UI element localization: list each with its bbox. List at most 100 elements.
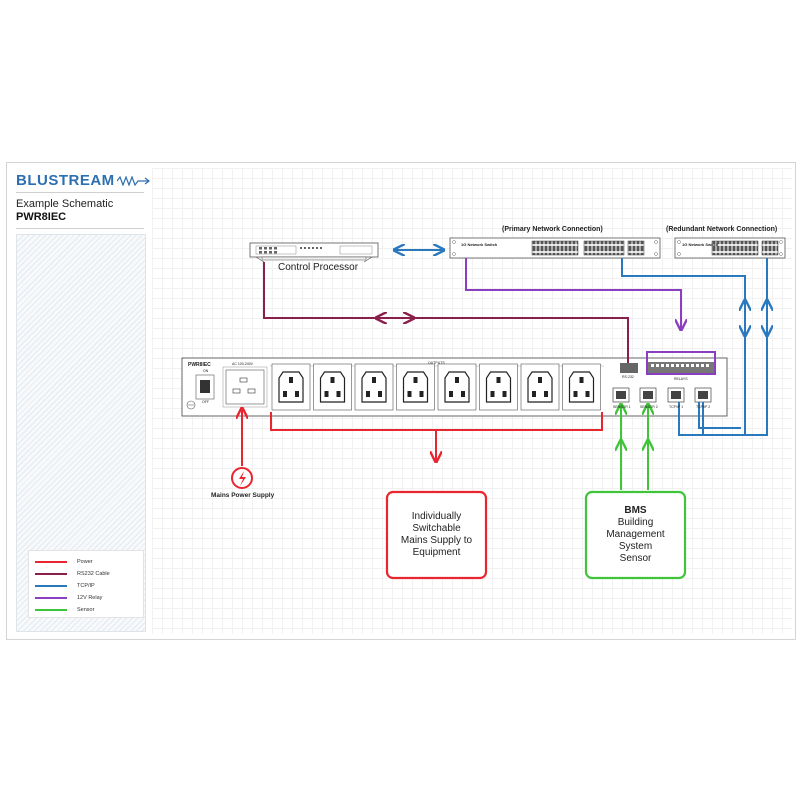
legend-swatch (35, 597, 67, 599)
outlet-icon (437, 363, 477, 411)
legend-swatch (35, 561, 67, 563)
outlet-pin (579, 377, 584, 383)
outlet-socket (402, 371, 429, 403)
legend-item-power: Power (35, 557, 93, 567)
outlet-pin (461, 391, 465, 397)
outlet-icon (271, 363, 311, 411)
pdu-off-label: OFF (202, 400, 209, 404)
outlet-pin (532, 391, 536, 397)
control-processor-device (249, 242, 379, 263)
outlet-pin (324, 391, 329, 397)
pdu-model-label: PWR8IEC (188, 362, 211, 368)
mains-power-icon (231, 467, 253, 489)
outlet-pin (378, 391, 382, 397)
outlet-pin (490, 391, 495, 397)
schematic-title: Example Schematic (16, 198, 114, 210)
outlet-icon (562, 363, 601, 411)
primary-switch-name: 1G Network Switch (461, 242, 498, 247)
schematic-model: PWR8IEC (16, 211, 67, 223)
outlet-socket (361, 371, 387, 403)
outlet-pin (330, 377, 335, 383)
outlet-pin (283, 391, 287, 397)
sidebar-divider (16, 192, 144, 193)
legend-swatch (35, 585, 67, 587)
outlet-icon (520, 363, 560, 411)
outlet-pin (544, 391, 548, 397)
rs232-terminal-icon (620, 363, 638, 373)
outlet-pin (585, 391, 590, 397)
equipment-line: Equipment (412, 547, 461, 558)
ground-screw-icon (186, 400, 196, 410)
pdu-on-label: ON (203, 369, 209, 373)
equipment-line: Switchable (412, 523, 461, 534)
logo-text: BLUSTREAM (16, 172, 115, 189)
cable-tcpip-1 (621, 258, 746, 436)
pdu-rs232-label: RS-232 (622, 375, 634, 379)
outlet-pin (455, 377, 459, 383)
cable-rs232 (263, 262, 629, 363)
relay-highlight (646, 351, 716, 375)
outlet-pin (295, 391, 299, 397)
outlet-pin (407, 391, 412, 397)
legend-item-tcpip: TCP/IP (35, 581, 95, 591)
equipment-box (385, 490, 488, 580)
legend-swatch (35, 573, 67, 575)
redundant-switch-device (674, 237, 786, 259)
bms-box (584, 490, 687, 580)
redundant-network-caption: (Redundant Network Connection) (666, 226, 778, 233)
port-label-sensor-1: SENSOR 1 (613, 405, 631, 409)
logo-wave-icon (116, 175, 150, 187)
outlet-icon (354, 363, 394, 411)
bms-line: Management (606, 529, 665, 540)
outlet-pin (573, 391, 578, 397)
outlet-socket (568, 371, 595, 403)
bms-line: Building (617, 517, 654, 528)
pdu-inlet-label: AC 100-240V (232, 362, 254, 366)
outlet-socket (485, 371, 512, 403)
outlet-pin (289, 377, 293, 383)
primary-network-caption: (Primary Network Connection) (502, 226, 603, 233)
outlet-icon (313, 363, 352, 411)
outlet-icon (396, 363, 435, 411)
port-label-sensor-2: SENSOR 2 (640, 405, 658, 409)
outlet-pin (502, 391, 507, 397)
outlet-pin (419, 391, 424, 397)
bms-line: Sensor (619, 553, 652, 564)
outlet-icon (479, 363, 518, 411)
legend-item-relay: 12V Relay (35, 593, 102, 603)
outlet-socket (527, 371, 553, 403)
cables (242, 250, 767, 490)
legend-item-rs232: RS232 Cable (35, 569, 110, 579)
bms-line: System (618, 541, 653, 552)
equipment-line: Individually (411, 511, 462, 522)
control-processor-label: Control Processor (278, 262, 359, 273)
mains-power-label: Mains Power Supply (211, 492, 275, 499)
outlet-pin (496, 377, 501, 383)
outlet-pin (413, 377, 418, 383)
cable-relay (465, 258, 681, 330)
pdu-device (181, 357, 728, 417)
cable-tcpip-2 (702, 258, 768, 436)
outlet-socket (444, 371, 470, 403)
sidebar-divider-2 (16, 228, 144, 229)
tcpip-return (698, 402, 741, 429)
primary-switch-device (449, 237, 661, 259)
iec-inlet-icon (225, 369, 265, 405)
legend-item-sensor: Sensor (35, 605, 94, 615)
equipment-box-text: Individually Switchable Mains Supply to … (389, 494, 484, 576)
rj45-ports (612, 387, 712, 403)
legend: Power RS232 Cable TCP/IP 12V Relay Senso… (28, 550, 144, 618)
relay-terminal-block-icon (648, 362, 714, 373)
pdu-relays-label: RELAYS (674, 377, 688, 381)
bms-title: BMS (624, 505, 647, 516)
outlet-pin (336, 391, 341, 397)
redundant-switch-name: 1G Network Switch (682, 242, 719, 247)
port-label-tcpip-1: TCP/IP 1 (669, 405, 684, 409)
sidebar: BLUSTREAM Example Schematic PWR8IEC Powe… (16, 168, 150, 632)
bms-box-text: BMS Building Management System Sensor (588, 494, 683, 576)
equipment-line: Mains Supply to (400, 535, 473, 546)
outlet-pin (372, 377, 376, 383)
outlet-pin (538, 377, 542, 383)
port-label-tcpip-2: TCP/IP 2 (696, 405, 711, 409)
